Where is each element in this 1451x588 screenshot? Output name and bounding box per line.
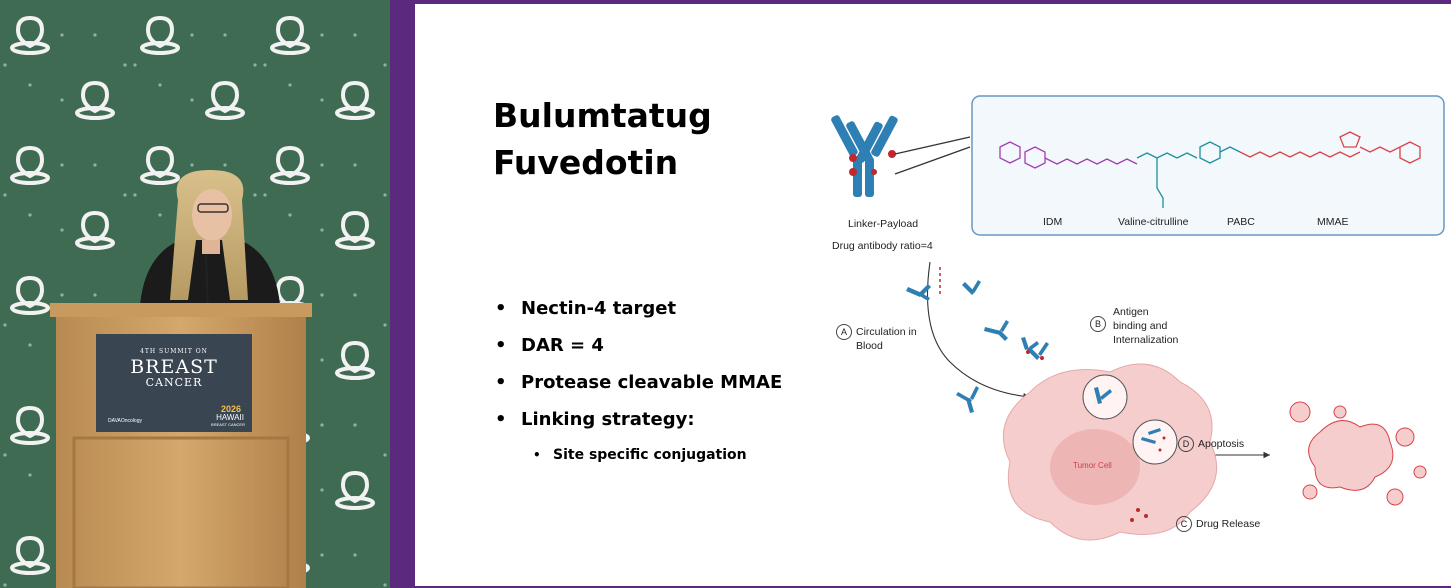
bullet-dot: •	[533, 448, 541, 462]
small-antibodies	[906, 280, 1161, 444]
title-line-2: Fuvedotin	[493, 143, 679, 182]
step-c-text: Drug Release	[1196, 517, 1261, 530]
bullet-item: • DAR = 4	[495, 335, 782, 372]
bullet-text: Nectin-4 target	[521, 298, 677, 319]
bullet-item: • Protease cleavable MMAE	[495, 372, 782, 409]
podium-year: 2026	[220, 404, 242, 414]
step-b-marker: B	[1090, 316, 1106, 332]
step-a-label: A Circulation in	[836, 324, 917, 340]
podium-event-line: HAWAII	[216, 413, 244, 422]
podium-line1: BREAST	[130, 356, 218, 378]
component-pabc: PABC	[1227, 216, 1255, 228]
payload-icon	[849, 150, 896, 176]
backdrop-illustration	[0, 0, 390, 588]
bullet-item: • Linking strategy:	[495, 409, 782, 446]
step-d-marker: D	[1178, 436, 1194, 452]
component-valine-citrulline: Valine-citrulline	[1118, 216, 1189, 228]
bullet-dot: •	[495, 298, 507, 319]
bullet-dot: •	[495, 409, 507, 430]
speaker-video-feed: 4TH SUMMIT ON BREAST CANCER DAVAOncology…	[0, 0, 390, 588]
nucleus-shape	[1050, 429, 1140, 505]
title-line-1: Bulumtatug	[493, 96, 712, 135]
podium-event-subline: BREAST CANCER	[211, 422, 245, 427]
component-idm: IDM	[1043, 216, 1063, 228]
step-b-label: B	[1090, 316, 1110, 332]
podium-summit-line: 4TH SUMMIT ON	[140, 348, 208, 355]
step-d-label: D Apoptosis	[1178, 436, 1244, 452]
bullet-text: Protease cleavable MMAE	[521, 372, 783, 393]
apoptosis-fragments	[1289, 401, 1427, 506]
step-b-text-line1: Antigen	[1113, 306, 1149, 318]
chemical-structure-icon	[999, 131, 1421, 208]
bullet-dot: •	[495, 335, 507, 356]
bullet-item: • Nectin-4 target	[495, 298, 782, 335]
step-c-marker: C	[1176, 516, 1192, 532]
sub-bullet-item: • Site specific conjugation	[495, 444, 782, 468]
step-c-label: C Drug Release	[1176, 516, 1260, 532]
slide-title: Bulumtatug Fuvedotin	[493, 92, 712, 186]
frame-divider	[390, 0, 415, 588]
linker-payload-panel	[971, 95, 1445, 236]
adc-mechanism-figure: Linker-Payload Drug antibody ratio=4 IDM…	[820, 92, 1450, 554]
step-b-text-line3: Internalization	[1113, 334, 1179, 346]
bullet-text: DAR = 4	[521, 335, 604, 356]
step-a-text-line2: Blood	[856, 340, 883, 352]
bullet-dot: •	[495, 372, 507, 393]
mechanism-diagram	[831, 95, 1445, 541]
presentation-slide: Bulumtatug Fuvedotin • Nectin-4 target • D…	[415, 4, 1451, 586]
podium-line2: CANCER	[145, 376, 203, 389]
bullet-text: Linking strategy:	[521, 409, 695, 430]
linker-payload-legend: Linker-Payload	[848, 218, 919, 230]
step-a-text-line1: Circulation in	[856, 325, 917, 338]
sub-bullet-text: Site specific conjugation	[553, 447, 747, 463]
component-mmae: MMAE	[1317, 216, 1349, 228]
podium-sponsor: DAVAOncology	[108, 418, 142, 424]
antibody-icon	[831, 115, 898, 197]
bullet-list: • Nectin-4 target • DAR = 4 • Protease clea…	[495, 298, 782, 468]
step-a-marker: A	[836, 324, 852, 340]
dar-label: Drug antibody ratio=4	[832, 240, 933, 252]
step-d-text: Apoptosis	[1198, 437, 1245, 450]
tumor-cell-label: Tumor Cell	[1073, 461, 1112, 470]
step-b-text-line2: binding and	[1113, 320, 1168, 332]
